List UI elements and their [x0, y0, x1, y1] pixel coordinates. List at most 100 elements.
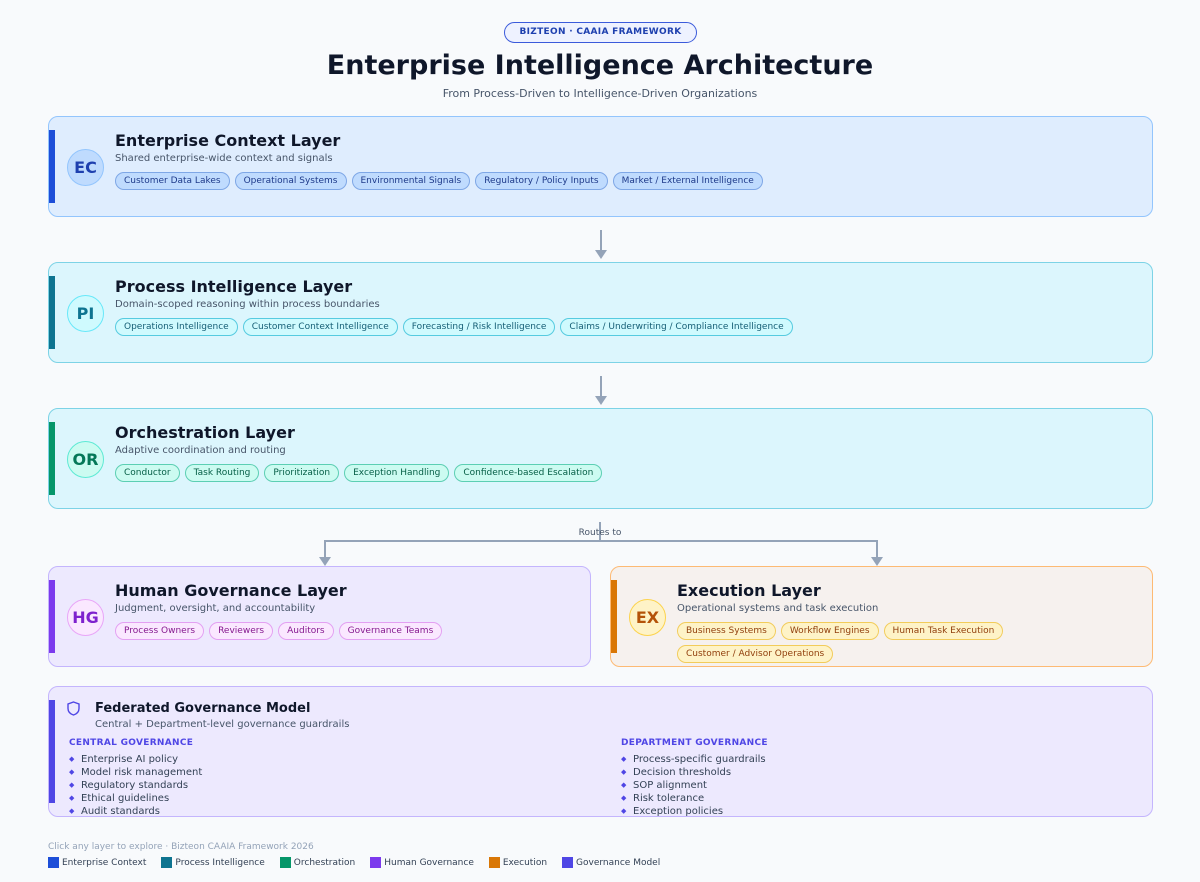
- governance-item: Ethical guidelines: [69, 792, 202, 805]
- layer-execution[interactable]: EX Execution Layer Operational systems a…: [610, 566, 1153, 667]
- footer-note: Click any layer to explore · Bizteon CAA…: [48, 842, 314, 852]
- layer-chip[interactable]: Customer Data Lakes: [115, 172, 230, 190]
- governance-item: Model risk management: [69, 766, 202, 779]
- layer-chip[interactable]: Confidence-based Escalation: [454, 464, 603, 482]
- legend-label: Orchestration: [293, 857, 356, 868]
- layer-name: Execution Layer: [677, 581, 821, 600]
- layer-chip[interactable]: Customer Context Intelligence: [242, 318, 398, 336]
- layer-accent-stripe: [49, 422, 55, 495]
- legend-swatch: [488, 857, 500, 868]
- legend-swatch: [279, 857, 291, 868]
- page-title: Enterprise Intelligence Architecture: [326, 50, 874, 81]
- layer-accent-stripe: [49, 580, 55, 653]
- central-governance-list: Enterprise AI policyModel risk managemen…: [69, 753, 202, 816]
- layer-chip[interactable]: Task Routing: [184, 464, 260, 482]
- legend: Enterprise Context Process Intelligence Or…: [48, 857, 660, 868]
- layer-desc: Domain-scoped reasoning within process b…: [115, 299, 380, 310]
- layer-chip[interactable]: Governance Teams: [338, 622, 443, 640]
- layer-chip[interactable]: Operational Systems: [234, 172, 347, 190]
- layer-abbr-badge: PI: [67, 295, 104, 332]
- governance-item: Enterprise AI policy: [69, 753, 202, 766]
- layer-human-governance[interactable]: HG Human Governance Layer Judgment, over…: [48, 566, 591, 667]
- legend-item: Process Intelligence: [161, 857, 265, 868]
- legend-label: Process Intelligence: [175, 857, 265, 868]
- department-governance-column: DEPARTMENT GOVERNANCE Process-specific g…: [621, 738, 768, 816]
- legend-item: Governance Model: [562, 857, 660, 868]
- layer-accent-stripe: [611, 580, 617, 653]
- shield-icon: [67, 701, 80, 720]
- legend-swatch: [370, 857, 382, 868]
- legend-label: Enterprise Context: [62, 857, 147, 868]
- layer-chip[interactable]: Workflow Engines: [780, 622, 879, 640]
- framework-badge: BIZTEON · CAAIA FRAMEWORK: [504, 22, 697, 43]
- routes-label: Routes to: [578, 528, 622, 538]
- layer-chip[interactable]: Human Task Execution: [883, 622, 1004, 640]
- legend-swatch: [562, 857, 574, 868]
- layer-enterprise-context[interactable]: EC Enterprise Context Layer Shared enter…: [48, 116, 1153, 217]
- governance-item: Process-specific guardrails: [621, 753, 768, 766]
- layer-chip[interactable]: Forecasting / Risk Intelligence: [402, 318, 556, 336]
- governance-item: SOP alignment: [621, 779, 768, 792]
- layer-chip[interactable]: Operations Intelligence: [115, 318, 238, 336]
- layer-desc: Operational systems and task execution: [677, 603, 879, 614]
- down-arrow-icon: [595, 230, 607, 259]
- governance-item: Audit standards: [69, 805, 202, 816]
- legend-item: Orchestration: [279, 857, 356, 868]
- department-governance-list: Process-specific guardrailsDecision thre…: [621, 753, 768, 816]
- legend-label: Execution: [502, 857, 548, 868]
- governance-item: Exception policies: [621, 805, 768, 816]
- down-arrow-icon: [595, 376, 607, 405]
- layer-chip[interactable]: Market / External Intelligence: [612, 172, 763, 190]
- layer-chip[interactable]: Conductor: [115, 464, 180, 482]
- central-governance-column: CENTRAL GOVERNANCE Enterprise AI policyM…: [69, 738, 202, 816]
- central-governance-heading: CENTRAL GOVERNANCE: [69, 738, 194, 748]
- layer-chip[interactable]: Reviewers: [209, 622, 274, 640]
- layer-abbr-badge: EX: [629, 599, 666, 636]
- layer-chip[interactable]: Prioritization: [264, 464, 340, 482]
- governance-model-panel[interactable]: Federated Governance Model Central + Dep…: [48, 686, 1153, 817]
- governance-item: Regulatory standards: [69, 779, 202, 792]
- layer-chip[interactable]: Business Systems: [677, 622, 776, 640]
- layer-accent-stripe: [49, 130, 55, 203]
- layer-chip[interactable]: Environmental Signals: [351, 172, 471, 190]
- layer-name: Orchestration Layer: [115, 423, 295, 442]
- governance-title: Federated Governance Model: [95, 701, 311, 716]
- layer-chip[interactable]: Exception Handling: [344, 464, 450, 482]
- layer-chip[interactable]: Process Owners: [115, 622, 205, 640]
- layer-abbr-badge: HG: [67, 599, 104, 636]
- layer-accent-stripe: [49, 276, 55, 349]
- layer-chip[interactable]: Claims / Underwriting / Compliance Intel…: [560, 318, 793, 336]
- legend-item: Human Governance: [370, 857, 474, 868]
- layer-desc: Judgment, oversight, and accountability: [115, 603, 316, 614]
- department-governance-heading: DEPARTMENT GOVERNANCE: [621, 738, 768, 748]
- layer-abbr-badge: OR: [67, 441, 104, 478]
- layer-desc: Shared enterprise-wide context and signa…: [115, 153, 333, 164]
- legend-label: Human Governance: [384, 857, 474, 868]
- legend-item: Execution: [488, 857, 548, 868]
- layer-abbr-badge: EC: [67, 149, 104, 186]
- layer-name: Process Intelligence Layer: [115, 277, 353, 296]
- governance-desc: Central + Department-level governance gu…: [95, 719, 350, 730]
- routing-connector: [319, 522, 883, 566]
- layer-desc: Adaptive coordination and routing: [115, 445, 286, 456]
- layer-process-intelligence[interactable]: PI Process Intelligence Layer Domain-sco…: [48, 262, 1153, 363]
- layer-name: Enterprise Context Layer: [115, 131, 341, 150]
- layer-chip[interactable]: Customer / Advisor Operations: [677, 645, 834, 663]
- legend-item: Enterprise Context: [48, 857, 146, 868]
- legend-label: Governance Model: [576, 857, 661, 868]
- layer-orchestration[interactable]: OR Orchestration Layer Adaptive coordina…: [48, 408, 1153, 509]
- governance-item: Risk tolerance: [621, 792, 768, 805]
- layer-accent-stripe: [49, 700, 55, 803]
- legend-swatch: [161, 857, 173, 868]
- layer-chip[interactable]: Regulatory / Policy Inputs: [475, 172, 608, 190]
- governance-item: Decision thresholds: [621, 766, 768, 779]
- layer-name: Human Governance Layer: [115, 581, 347, 600]
- legend-swatch: [48, 857, 59, 868]
- page-subtitle: From Process-Driven to Intelligence-Driv…: [442, 87, 758, 100]
- layer-chip[interactable]: Auditors: [278, 622, 334, 640]
